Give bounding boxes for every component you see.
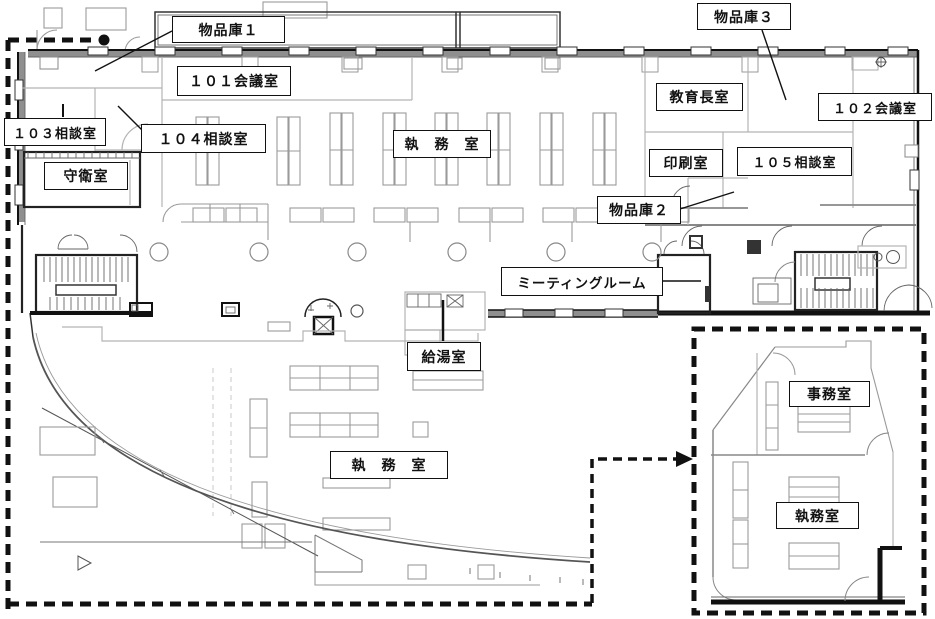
room-label-storage2: 物品庫２ [597, 196, 681, 224]
compass-symbol-icon [875, 56, 887, 68]
room-label-office-lower: 執 務 室 [330, 451, 448, 479]
room-label-storage1: 物品庫１ [172, 16, 285, 43]
entrance-symbol [129, 298, 342, 336]
room-label-consult104: １０４相談室 [141, 124, 266, 153]
room-label-storage3: 物品庫３ [697, 3, 791, 30]
boundary-end-dot [98, 34, 110, 46]
guard-room-walls [22, 150, 142, 209]
room-label-guard: 守衛室 [44, 162, 128, 190]
inset-plan [711, 340, 905, 605]
structural-columns [149, 242, 662, 318]
inset-connector-arrow [590, 451, 693, 603]
inset-frame-dashed [691, 326, 927, 616]
room-label-office-upper: 執 務 室 [393, 130, 491, 158]
curved-wall [32, 332, 591, 585]
room-label-meeting102: １０２会議室 [818, 93, 932, 121]
desk-clusters-lower [212, 365, 484, 549]
meeting-room-walls [656, 235, 761, 315]
room-label-inset-admin-office: 事務室 [789, 381, 870, 407]
wc-fixtures [857, 245, 907, 269]
inset-desks [732, 381, 851, 570]
room-label-print: 印刷室 [649, 149, 723, 177]
label-leader-lines [62, 29, 787, 341]
lower-left-structures [39, 326, 540, 586]
stairs-right [752, 245, 907, 312]
rooms-upper-right-walls [618, 56, 916, 247]
room-label-consult105: １０５相談室 [737, 147, 852, 176]
room-label-inset-exec-office: 執務室 [776, 502, 859, 529]
arrowhead-icon [676, 451, 693, 467]
room-label-meeting-room: ミーティングルーム [501, 267, 663, 296]
room-label-kitchenette: 給湯室 [407, 342, 481, 371]
room-label-consult103: １０３相談室 [4, 118, 106, 146]
east-wall [904, 50, 920, 312]
cabinet-row [162, 203, 690, 242]
room-label-meeting101: １０１会議室 [177, 66, 291, 96]
stairs-left [30, 234, 152, 315]
room-label-superintendent: 教育長室 [656, 83, 743, 111]
